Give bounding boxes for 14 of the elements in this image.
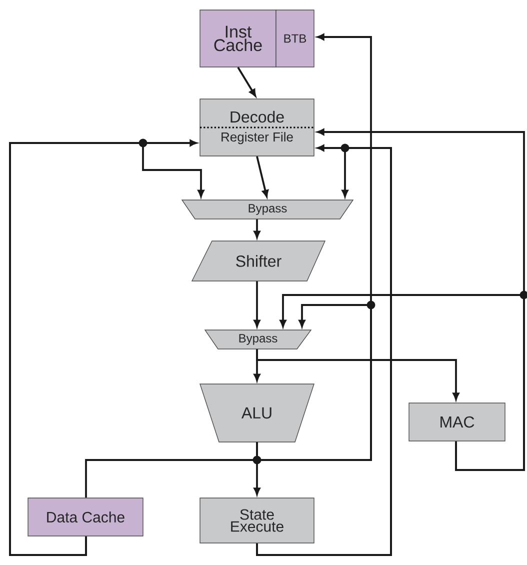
mac-box: MAC — [408, 402, 506, 442]
arrow — [237, 66, 256, 96]
cache-box: Inst Cache — [200, 10, 276, 68]
arrow — [256, 304, 372, 461]
cache-box: Data Cache — [28, 498, 144, 536]
decode-box: Decode Register File — [200, 98, 314, 156]
btb-box: BTB — [276, 10, 314, 68]
arrow — [317, 128, 525, 471]
arrow — [256, 156, 269, 198]
arrow — [254, 281, 260, 328]
arrow — [256, 349, 460, 400]
arrow — [254, 219, 260, 238]
alu-trapezoid: ALU — [200, 384, 314, 442]
execute-box: State Execute — [200, 498, 314, 544]
